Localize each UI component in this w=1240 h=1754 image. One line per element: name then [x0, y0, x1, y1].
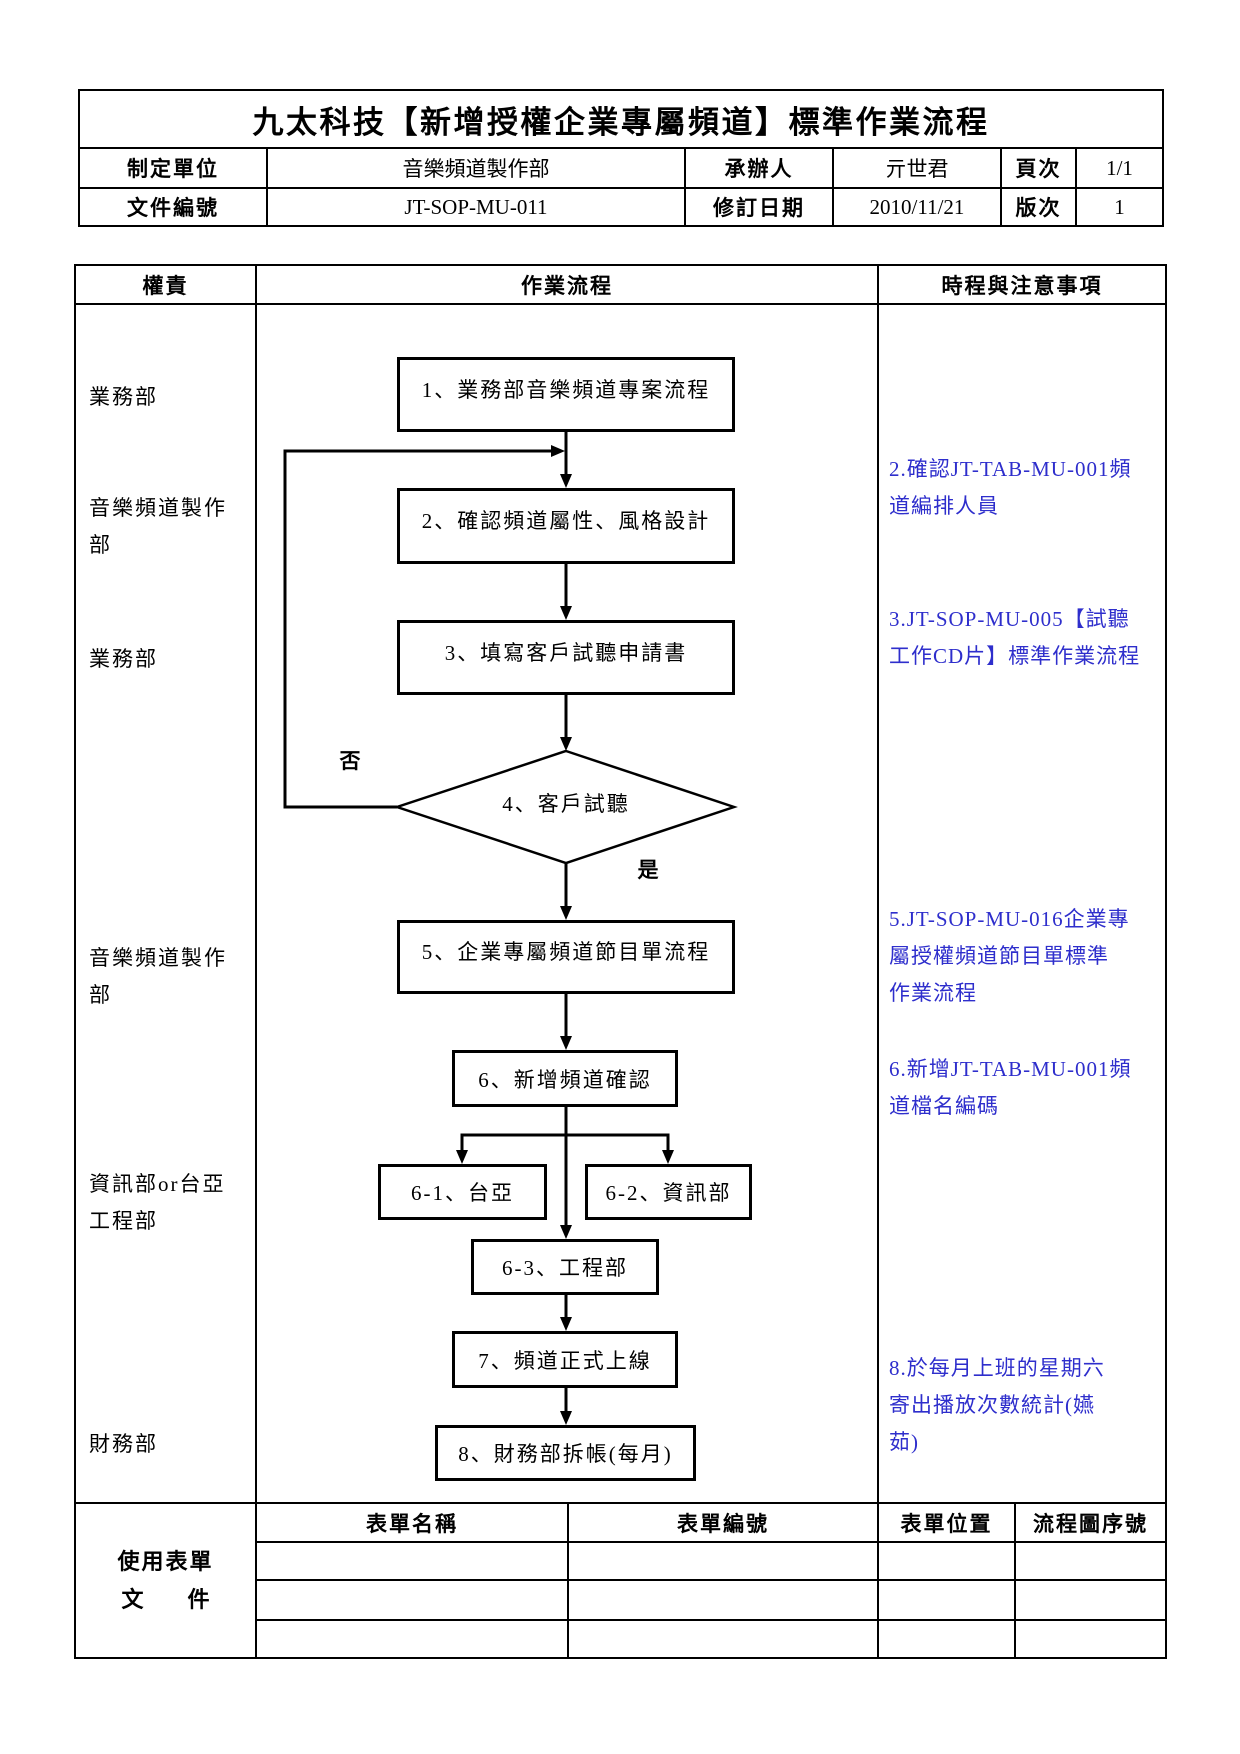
forms-label-line-1: 使用表單: [117, 1548, 214, 1574]
duty-line: 資訊部or台亞: [89, 1172, 226, 1196]
document-title: 九太科技【新增授權企業專屬頻道】標準作業流程: [80, 91, 1164, 149]
forms-cell: [879, 1621, 1016, 1659]
note-line: 茹): [889, 1430, 919, 1454]
duty-line: 部: [89, 533, 112, 557]
note-item: 3.JT-SOP-MU-005【試聽 工作CD片】標準作業流程: [889, 601, 1140, 675]
doc-number-value: JT-SOP-MU-011: [268, 189, 686, 227]
note-line: 5.JT-SOP-MU-016企業專: [889, 907, 1130, 931]
duty-item: 資訊部or台亞 工程部: [89, 1166, 226, 1240]
forms-cell: [1016, 1543, 1167, 1581]
note-item: 8.於每月上班的星期六 寄出播放次數統計(嬿 茹): [889, 1350, 1105, 1461]
note-line: 3.JT-SOP-MU-005【試聽: [889, 607, 1130, 631]
col-header-notes: 時程與注意事項: [879, 266, 1167, 305]
forms-cell: [257, 1543, 569, 1581]
duty-line: 音樂頻道製作: [89, 496, 227, 520]
duty-column: 業務部 音樂頻道製作 部 業務部 音樂頻道製作 部 資訊部or台亞 工程部 財務…: [76, 305, 257, 1504]
note-line: 2.確認JT-TAB-MU-001頻: [889, 457, 1132, 481]
version-label: 版次: [1002, 189, 1077, 227]
decision-no-label: 否: [339, 749, 361, 773]
note-item: 2.確認JT-TAB-MU-001頻 道編排人員: [889, 451, 1131, 525]
handler-value: 亓世君: [834, 149, 1002, 189]
forms-cell: [569, 1581, 879, 1621]
duty-item: 音樂頻道製作 部: [89, 490, 227, 564]
forms-section-label: 使用表單 文件: [76, 1504, 257, 1659]
procedure-table: 權責 作業流程 時程與注意事項 業務部 音樂頻道製作 部 業務部 音樂頻道製作 …: [74, 264, 1167, 1659]
notes-column: 2.確認JT-TAB-MU-001頻 道編排人員 3.JT-SOP-MU-005…: [879, 305, 1167, 1504]
flow-step-2: 2、確認頻道屬性、風格設計: [397, 488, 735, 564]
forms-cell: [879, 1543, 1016, 1581]
duty-item: 業務部: [89, 641, 158, 678]
note-line: 寄出播放次數統計(嬿: [889, 1393, 1095, 1417]
flow-step-8: 8、財務部拆帳(每月): [435, 1425, 696, 1481]
flow-step-6-2: 6-2、資訊部: [585, 1164, 752, 1220]
forms-header-flow-seq: 流程圖序號: [1016, 1504, 1167, 1543]
forms-cell: [1016, 1621, 1167, 1659]
flow-step-7: 7、頻道正式上線: [452, 1331, 678, 1388]
note-line: 道編排人員: [889, 494, 999, 518]
flow-step-1: 1、業務部音樂頻道專案流程: [397, 357, 735, 432]
note-item: 5.JT-SOP-MU-016企業專 屬授權頻道節目單標準 作業流程: [889, 901, 1130, 1012]
col-header-flow: 作業流程: [257, 266, 879, 305]
duty-line: 音樂頻道製作: [89, 946, 227, 970]
forms-cell: [1016, 1581, 1167, 1621]
forms-cell: [569, 1621, 879, 1659]
forms-label-line-2: 文件: [121, 1586, 254, 1612]
note-line: 作業流程: [889, 981, 977, 1005]
duty-item: 音樂頻道製作 部: [89, 940, 227, 1014]
arrow-step6-to-step6-1: [456, 1133, 566, 1164]
forms-cell: [879, 1581, 1016, 1621]
forms-header-number: 表單編號: [569, 1504, 879, 1543]
flowchart-connectors: [283, 432, 738, 1425]
col-header-duty: 權責: [76, 266, 257, 305]
duty-line: 業務部: [89, 647, 158, 671]
forms-header-name: 表單名稱: [257, 1504, 569, 1543]
flow-step-3: 3、填寫客戶試聽申請書: [397, 620, 735, 695]
dept-value: 音樂頻道製作部: [268, 149, 686, 189]
page-number-value: 1/1: [1077, 149, 1164, 189]
decision-yes-label: 是: [637, 858, 659, 882]
flow-step-4-decision-label: 4、客戶試聽: [502, 792, 630, 816]
flowchart-column: 1、業務部音樂頻道專案流程 2、確認頻道屬性、風格設計 3、填寫客戶試聽申請書 …: [257, 305, 879, 1504]
revision-date-label: 修訂日期: [686, 189, 834, 227]
note-line: 6.新增JT-TAB-MU-001頻: [889, 1057, 1132, 1081]
flow-step-6-3: 6-3、工程部: [471, 1239, 659, 1295]
duty-item: 業務部: [89, 379, 158, 416]
handler-label: 承辦人: [686, 149, 834, 189]
arrow-no-loop-back: [283, 445, 565, 809]
dept-label: 制定單位: [80, 149, 268, 189]
page-number-label: 頁次: [1002, 149, 1077, 189]
note-line: 工作CD片】標準作業流程: [889, 644, 1141, 668]
flow-step-6-1: 6-1、台亞: [378, 1164, 547, 1220]
document-header-table: 九太科技【新增授權企業專屬頻道】標準作業流程 制定單位 音樂頻道製作部 承辦人 …: [78, 89, 1164, 227]
forms-cell: [569, 1543, 879, 1581]
duty-line: 工程部: [89, 1209, 158, 1233]
duty-line: 業務部: [89, 385, 158, 409]
duty-line: 部: [89, 983, 112, 1007]
doc-number-label: 文件編號: [80, 189, 268, 227]
forms-cell: [257, 1621, 569, 1659]
forms-cell: [257, 1581, 569, 1621]
arrow-step6-to-step6-2: [566, 1133, 674, 1164]
note-item: 6.新增JT-TAB-MU-001頻 道檔名編碼: [889, 1051, 1131, 1125]
note-line: 道檔名編碼: [889, 1094, 999, 1118]
flow-step-6: 6、新增頻道確認: [452, 1050, 678, 1107]
flow-step-5: 5、企業專屬頻道節目單流程: [397, 920, 735, 994]
forms-header-location: 表單位置: [879, 1504, 1016, 1543]
note-line: 屬授權頻道節目單標準: [889, 944, 1109, 968]
duty-item: 財務部: [89, 1426, 158, 1463]
duty-line: 財務部: [89, 1432, 158, 1456]
revision-date-value: 2010/11/21: [834, 189, 1002, 227]
note-line: 8.於每月上班的星期六: [889, 1356, 1105, 1380]
version-value: 1: [1077, 189, 1164, 227]
